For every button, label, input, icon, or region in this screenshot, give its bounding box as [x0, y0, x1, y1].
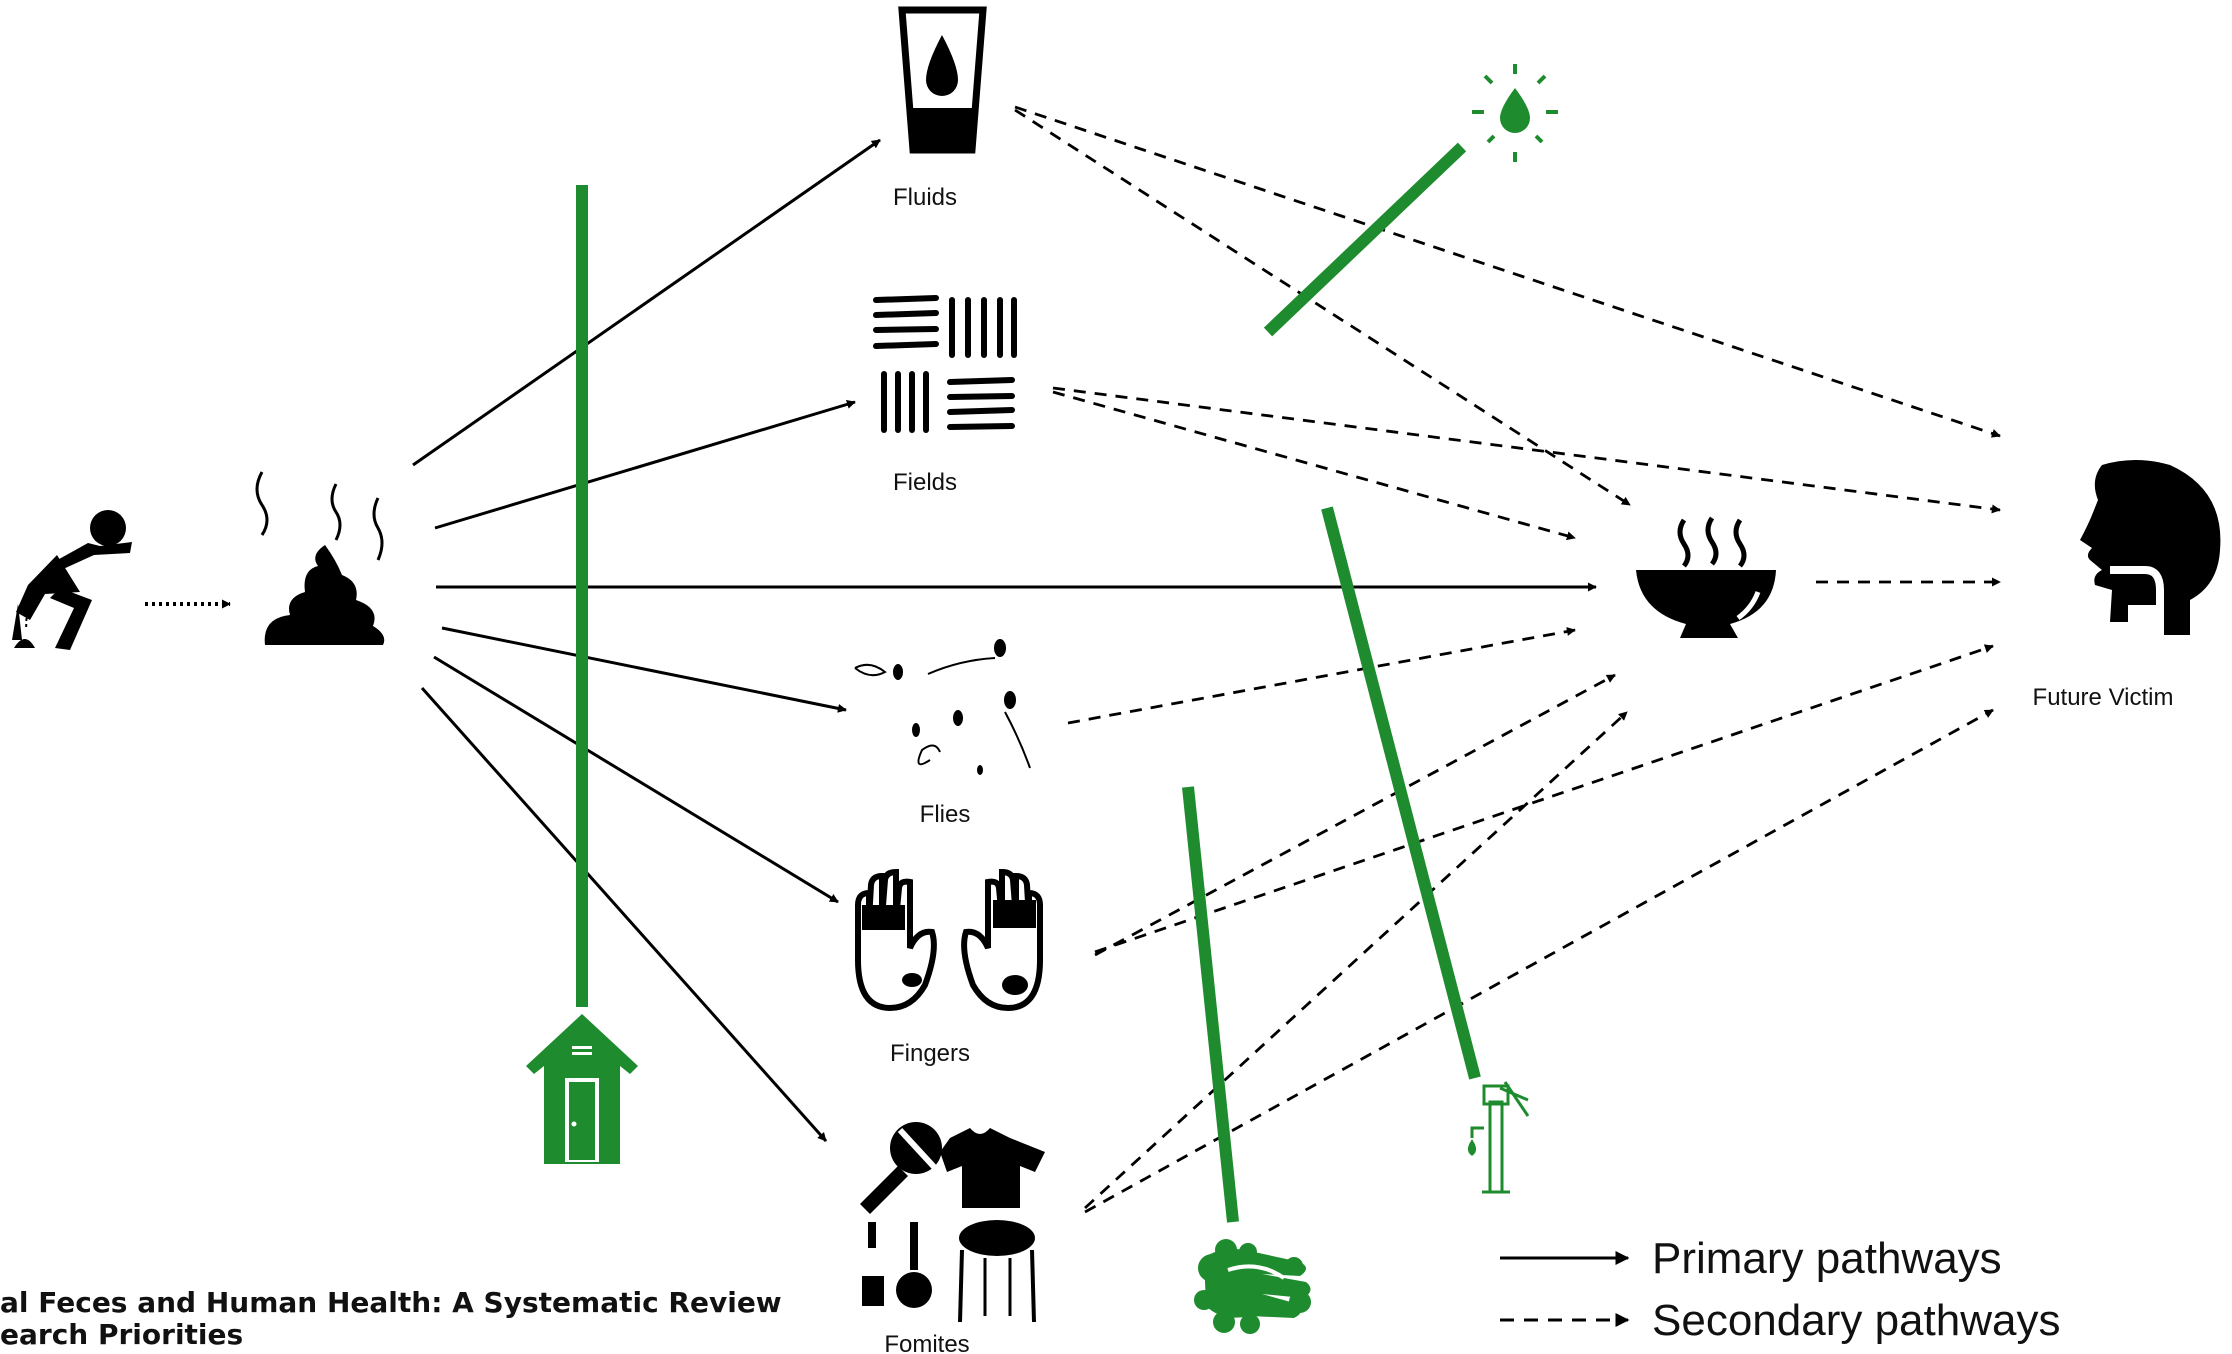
arrow-flies-food — [1067, 627, 1576, 725]
utensils-toys-icon — [860, 1122, 1045, 1323]
arrow-fluids-food — [1014, 108, 1631, 507]
arrow-fomites-victim — [1084, 708, 1994, 1214]
latrine-icon — [526, 1014, 638, 1164]
hand-pump-icon — [1468, 1081, 1530, 1194]
arrow-fields-food — [1052, 390, 1576, 541]
arrow-fingers-victim — [1094, 644, 1994, 954]
arrow-fingers-food — [1094, 673, 1616, 957]
primary-pathways — [412, 138, 1597, 1142]
legend-primary-label: Primary pathways — [1652, 1234, 2002, 1283]
arrow-fields-victim — [1052, 386, 2001, 514]
legend-secondary-label: Secondary pathways — [1652, 1296, 2060, 1345]
arrow-feces-fingers — [433, 655, 839, 904]
barrier-water-supply — [1321, 506, 1481, 1080]
label-fingers: Fingers — [890, 1040, 970, 1067]
arrow-fluids-victim — [1014, 105, 2001, 438]
legend: Primary pathways Secondary pathways — [1500, 1234, 2060, 1345]
squatting-person-icon — [12, 510, 132, 650]
arrow-feces-fluids — [412, 138, 881, 467]
label-flies: Flies — [920, 801, 971, 828]
dirty-hands-icon — [855, 868, 1043, 1012]
barrier-handwashing — [1182, 786, 1239, 1223]
water-treatment-icon — [1472, 64, 1558, 162]
paper-title-line-1: al Feces and Human Health: A Systematic … — [0, 1286, 782, 1319]
arrow-feces-fields — [434, 400, 856, 530]
arrow-fomites-food — [1084, 710, 1628, 1210]
arrow-feces-fomites — [420, 687, 828, 1142]
flies-icon — [854, 639, 1031, 775]
label-fluids: Fluids — [893, 184, 957, 211]
secondary-pathways — [1014, 105, 2001, 1214]
label-future-victim: Future Victim — [2033, 684, 2174, 711]
label-fields: Fields — [893, 469, 957, 496]
food-bowl-icon — [1636, 516, 1776, 638]
barrier-water-treatment — [1263, 142, 1467, 337]
water-glass-icon — [898, 6, 987, 154]
handwashing-icon — [1194, 1239, 1311, 1334]
paper-title-line-2: earch Priorities — [0, 1318, 243, 1351]
field-icon — [873, 295, 1017, 433]
feces-icon — [255, 471, 385, 645]
arrow-feces-flies — [441, 626, 847, 713]
barriers — [576, 142, 1481, 1223]
human-head-icon — [2080, 460, 2221, 635]
label-fomites: Fomites — [884, 1331, 969, 1354]
